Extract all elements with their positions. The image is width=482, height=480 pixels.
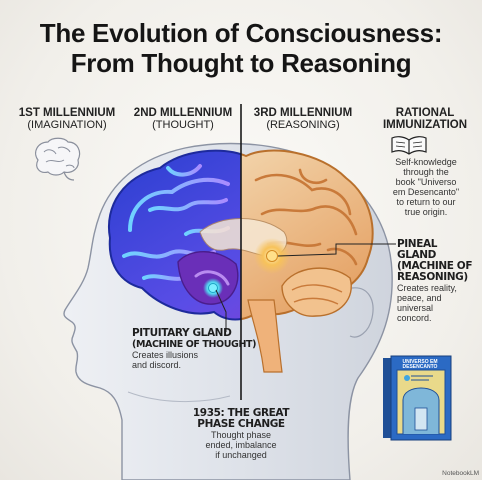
rational-immunization-text: Self-knowledge through the book "Univers… bbox=[392, 157, 460, 217]
jaw-line bbox=[127, 391, 231, 403]
watermark: NotebookLM bbox=[442, 470, 479, 477]
reasoning-brain-half bbox=[241, 149, 374, 373]
title-line-2: From Thought to Reasoning bbox=[70, 48, 412, 78]
pineal-gland-callout: PINEAL GLAND (MACHINE OF REASONING) Crea… bbox=[397, 238, 473, 324]
pituitary-leader bbox=[215, 289, 227, 332]
pineal-leader bbox=[277, 243, 396, 257]
cerebellum bbox=[281, 267, 352, 317]
phase-change-callout: 1935: THE GREAT PHASE CHANGE Thought pha… bbox=[192, 407, 290, 461]
era-3-label: 3RD MILLENNIUM (REASONING) bbox=[253, 107, 353, 131]
pituitary-body bbox=[177, 251, 239, 305]
rational-immunization-label: RATIONAL IMMUNIZATION bbox=[382, 107, 468, 131]
small-brain-icon bbox=[35, 137, 81, 181]
book-cover bbox=[383, 355, 452, 441]
pineal-gland bbox=[266, 250, 278, 262]
era-2-label: 2ND MILLENNIUM (THOUGHT) bbox=[133, 107, 233, 131]
book-cover-title: UNIVERSO EM DESENCANTO bbox=[402, 359, 438, 370]
era-1-label: 1ST MILLENNIUM (IMAGINATION) bbox=[18, 107, 116, 131]
thought-brain-half bbox=[108, 149, 241, 321]
title-line-1: The Evolution of Consciousness: bbox=[39, 18, 443, 48]
pituitary-gland bbox=[208, 283, 218, 293]
ear bbox=[349, 287, 374, 338]
brainstem bbox=[247, 299, 283, 373]
pituitary-gland-callout: PITUITARY GLAND (MACHINE OF THOUGHT) Cre… bbox=[132, 327, 257, 371]
open-book-icon bbox=[391, 136, 427, 155]
